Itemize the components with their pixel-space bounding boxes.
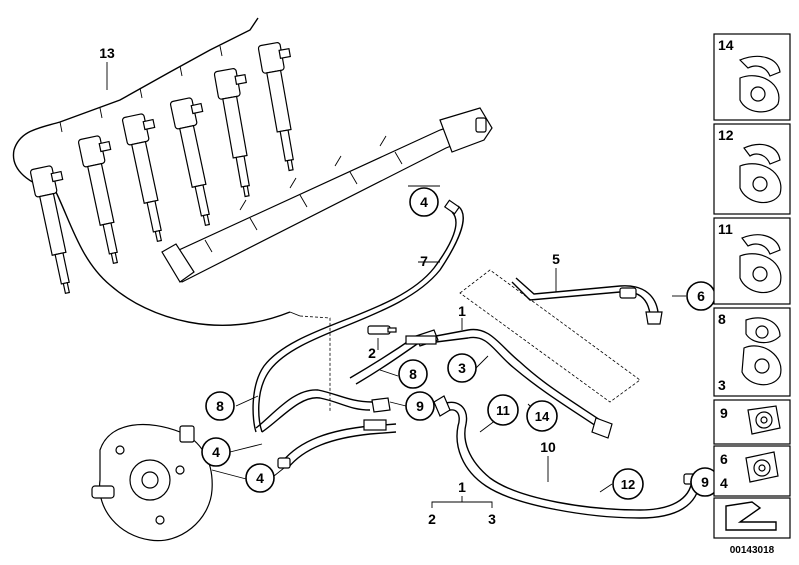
callout-4: 4: [420, 194, 428, 210]
leader-dashed-8: [299, 315, 331, 412]
clip-label-4: 4: [720, 475, 728, 491]
side-panel: 14 12 11 8 3: [713, 33, 791, 556]
callout-4-lower: 4: [256, 470, 264, 486]
clip-box-6-4: 6 4: [713, 445, 791, 497]
callout-circle-3: [447, 353, 477, 383]
clip-box-arrow: [713, 497, 791, 539]
fuel-line-5: [511, 277, 663, 325]
callout-circle-14: [526, 400, 558, 432]
callout-circle-9-center: [405, 391, 435, 421]
callout-circle-4: [409, 187, 439, 217]
clip-box-14: 14: [713, 33, 791, 121]
injector-1: [29, 165, 71, 295]
callout-7: 7: [420, 253, 428, 269]
callout-8-center: 8: [409, 366, 417, 382]
bracket-1-2-3: [431, 496, 493, 508]
catalog-number: 00143018: [730, 545, 775, 556]
clip-label-9: 9: [720, 405, 728, 421]
fuel-line-10: [433, 395, 701, 519]
clip-label-14: 14: [718, 37, 734, 53]
fuel-line-4-lower: [277, 419, 397, 469]
callout-2-bracket: 2: [428, 511, 436, 527]
callout-circle-11: [487, 394, 519, 426]
callout-4-pump: 4: [212, 444, 220, 460]
pressure-sensor: [367, 325, 397, 335]
callout-layer: 13 4 7 5 6 1 2 3 8 8 9 11 14 4 4 10 12 9…: [99, 45, 720, 527]
callout-10: 10: [540, 439, 556, 455]
wiring-harness: [12, 17, 301, 326]
callout-circle-12: [612, 468, 644, 500]
clip-box-9: 9: [713, 399, 791, 445]
callout-14: 14: [535, 409, 550, 424]
clip-label-11: 11: [718, 221, 733, 237]
callout-6: 6: [697, 288, 705, 304]
injector-3: [121, 113, 163, 243]
callout-11: 11: [496, 403, 510, 418]
injector-5: [213, 68, 250, 198]
callout-circle-4-lower: [245, 463, 275, 493]
clip-box-8-3: 8 3: [713, 307, 791, 397]
callout-circle-8-left: [205, 391, 235, 421]
clip-label-6: 6: [720, 451, 728, 467]
clip-label-8: 8: [718, 311, 726, 327]
fuel-line-7: [252, 199, 464, 433]
callout-circle-4-pump: [201, 437, 231, 467]
fuel-line-3: [405, 328, 613, 439]
callout-3-bracket: 3: [488, 511, 496, 527]
assembly-frame: [459, 269, 641, 403]
callout-1-bracket: 1: [458, 479, 466, 495]
callout-5: 5: [552, 251, 560, 267]
injector-2: [77, 135, 119, 265]
high-pressure-pump: [91, 423, 251, 542]
page-arrow-icon: [725, 501, 777, 531]
callout-12: 12: [621, 477, 635, 492]
callout-9-right: 9: [701, 474, 709, 490]
callout-2: 2: [368, 345, 376, 361]
callout-13: 13: [99, 45, 115, 61]
injector-4: [169, 97, 211, 227]
common-rail: [161, 107, 493, 283]
clip-label-12: 12: [718, 127, 734, 143]
callout-9-center: 9: [416, 398, 424, 414]
callout-8-left: 8: [216, 398, 224, 414]
callout-1: 1: [458, 303, 466, 319]
clip-box-12: 12: [713, 123, 791, 215]
clip-label-3: 3: [718, 377, 726, 393]
fuel-injectors: [29, 42, 294, 295]
callout-circle-8-center: [398, 359, 428, 389]
clip-box-11: 11: [713, 217, 791, 305]
callout-3: 3: [458, 360, 466, 376]
injector-6: [257, 42, 294, 172]
